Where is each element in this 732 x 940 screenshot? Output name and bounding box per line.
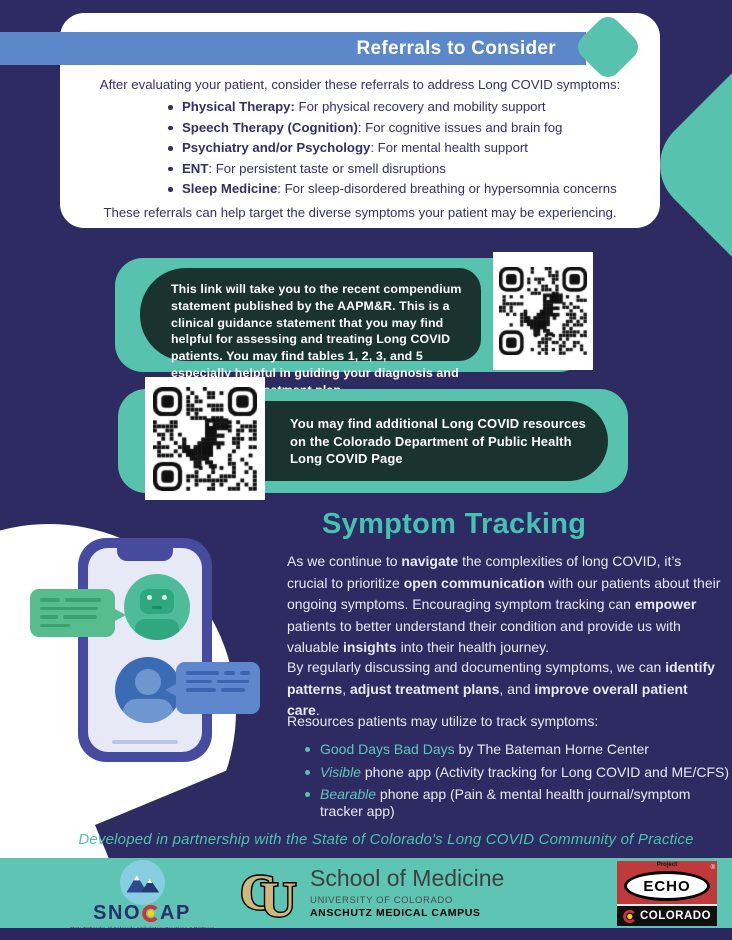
svg-text:U: U — [260, 871, 296, 922]
chat-bubble-blue — [165, 662, 260, 714]
symptom-tracking-heading: Symptom Tracking — [322, 508, 587, 540]
aapmr-text: This link will take you to the recent co… — [171, 282, 462, 397]
qr-card — [145, 377, 265, 500]
qr-code-aapmr — [499, 267, 587, 355]
aapmr-text-panel: This link will take you to the recent co… — [140, 268, 481, 397]
snocap-logo: SNO AP State Networks of Colorado Ambula… — [68, 860, 216, 931]
list-item: Speech Therapy (Cognition): For cognitiv… — [166, 120, 636, 135]
cu-school-of-medicine-logo: C U School of Medicine UNIVERSITY OF COL… — [240, 862, 504, 922]
project-label: Project — [656, 862, 678, 868]
phone-home-bar — [112, 740, 178, 744]
referrals-title: Referrals to Consider — [356, 38, 556, 59]
svg-text:C: C — [240, 863, 276, 919]
cu-interlocking-mark: C U — [240, 862, 298, 922]
qr-code-cdphe — [153, 386, 257, 491]
qr-card — [493, 252, 593, 370]
partnership-note: Developed in partnership with the State … — [78, 831, 694, 848]
list-item: ENT: For persistent taste or smell disru… — [166, 161, 636, 176]
symptom-tracking-paragraph-3: Resources patients may utilize to track … — [287, 713, 599, 729]
university-of-colorado-label: UNIVERSITY OF COLORADO — [310, 895, 453, 906]
project-echo-colorado-logo: Project ECHO ® COLORADO — [617, 861, 717, 926]
robot-avatar-icon — [124, 574, 190, 640]
colorado-c-icon — [623, 909, 635, 923]
referrals-list: Physical Therapy: For physical recovery … — [166, 100, 636, 203]
snocap-wordmark: SNO AP — [93, 902, 191, 924]
phone-illustration — [78, 538, 212, 762]
resource-link-bearable[interactable]: Bearable phone app (Pain & mental health… — [303, 786, 732, 820]
resources-list: Good Days Bad Days by The Bateman Horne … — [303, 741, 732, 826]
colorado-c-icon — [142, 905, 158, 922]
list-item: Physical Therapy: For physical recovery … — [166, 100, 636, 114]
referrals-closing: These referrals can help target the dive… — [103, 205, 617, 220]
resource-link-good-days-bad-days[interactable]: Good Days Bad Days by The Bateman Horne … — [303, 741, 732, 758]
colorado-label: COLORADO — [639, 910, 712, 922]
referrals-header-band: Referrals to Consider — [0, 32, 586, 65]
registered-mark: ® — [710, 865, 715, 871]
school-of-medicine-label: School of Medicine — [310, 865, 505, 891]
mountains-icon — [119, 860, 165, 905]
cdphe-text: You may find additional Long COVID resou… — [290, 416, 586, 466]
referrals-intro: After evaluating your patient, consider … — [99, 77, 621, 92]
list-item: Psychiatry and/or Psychology: For mental… — [166, 141, 636, 155]
footer-logo-band: SNO AP State Networks of Colorado Ambula… — [0, 858, 732, 931]
echo-wordmark: ECHO — [624, 871, 710, 901]
anschutz-medical-campus-label: ANSCHUTZ MEDICAL CAMPUS — [310, 907, 481, 919]
symptom-tracking-paragraph-2: By regularly discussing and documenting … — [287, 659, 715, 718]
phone-notch — [117, 548, 173, 561]
symptom-tracking-paragraph-1: As we continue to navigate the complexit… — [287, 553, 721, 655]
list-item: Sleep Medicine: For sleep-disordered bre… — [166, 182, 636, 196]
chat-bubble-green — [30, 589, 126, 637]
resource-link-visible[interactable]: Visible phone app (Activity tracking for… — [303, 764, 732, 781]
bottom-band — [0, 928, 732, 940]
